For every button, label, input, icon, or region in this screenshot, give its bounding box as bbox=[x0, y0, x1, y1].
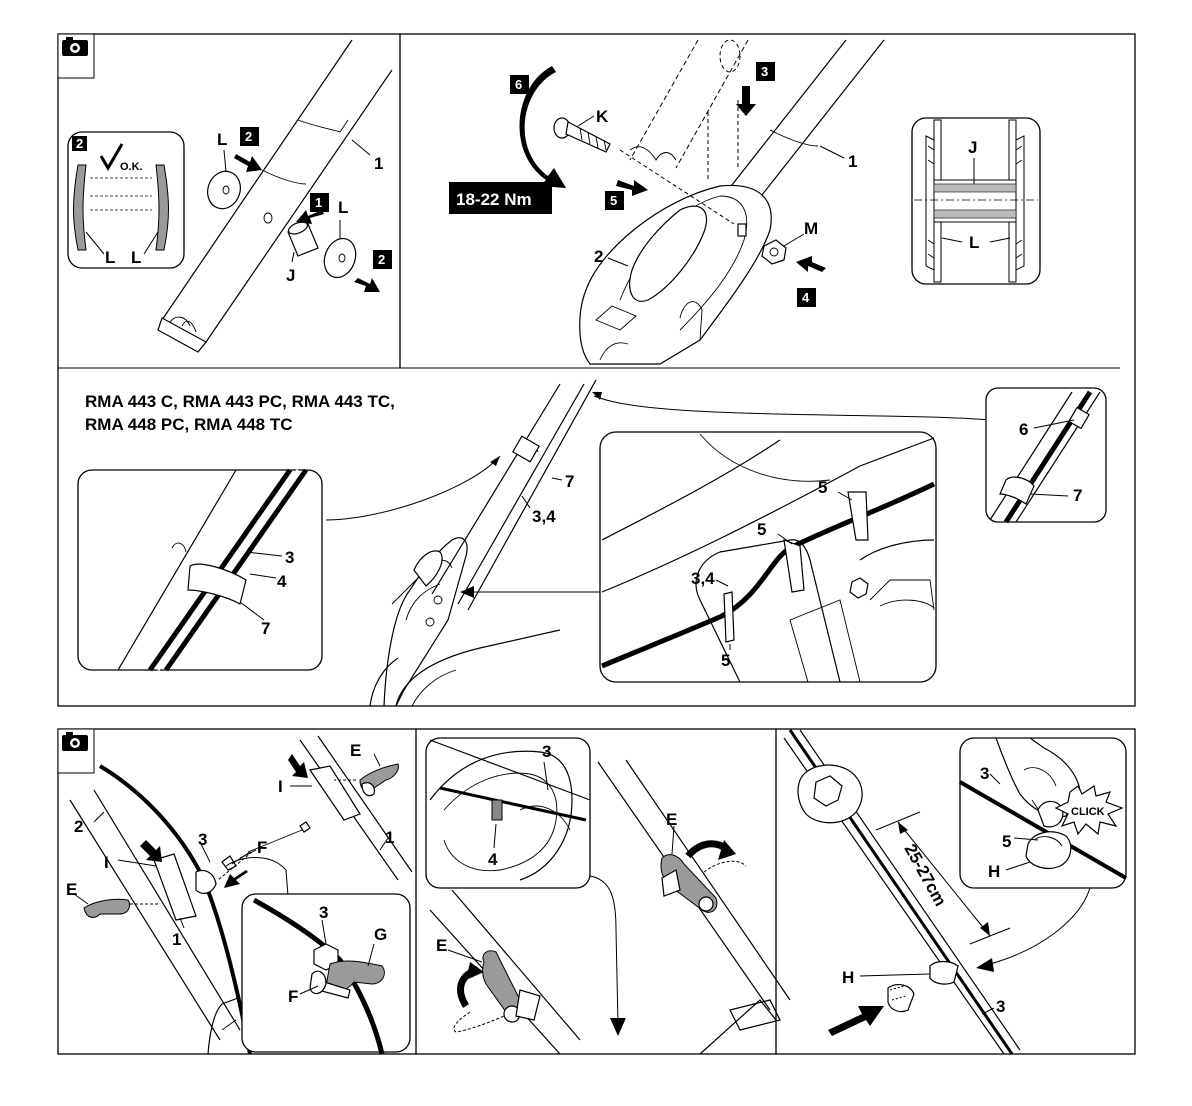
label-H: H bbox=[988, 862, 1000, 881]
label-1: 1 bbox=[385, 828, 394, 847]
step-4-label: 4 bbox=[802, 290, 810, 305]
label-K: K bbox=[596, 107, 609, 126]
label-4: 4 bbox=[277, 572, 287, 591]
label-3: 3 bbox=[285, 548, 294, 567]
label-L: L bbox=[217, 130, 227, 149]
label-2: 2 bbox=[594, 247, 603, 266]
label-L: L bbox=[105, 248, 115, 267]
label-1: 1 bbox=[172, 930, 181, 949]
label-3: 3 bbox=[198, 830, 207, 849]
label-F: F bbox=[257, 838, 267, 857]
label-J: J bbox=[968, 138, 977, 157]
label-1: 1 bbox=[374, 154, 383, 173]
label-2: 2 bbox=[74, 817, 83, 836]
distance-label: 25-27cm bbox=[901, 841, 951, 910]
label-I: I bbox=[104, 853, 109, 872]
label-J: J bbox=[286, 266, 295, 285]
label-5: 5 bbox=[1002, 832, 1011, 851]
model-heading-line2: RMA 448 PC, RMA 448 TC bbox=[85, 415, 293, 434]
label-3-4: 3,4 bbox=[532, 507, 556, 526]
label-I: I bbox=[278, 777, 283, 796]
label-3: 3 bbox=[980, 764, 989, 783]
step-2-label: 2 bbox=[378, 252, 385, 267]
step-2-label: 2 bbox=[245, 129, 252, 144]
model-heading-line1: RMA 443 C, RMA 443 PC, RMA 443 TC, bbox=[85, 392, 395, 411]
step-1-label: 1 bbox=[315, 195, 322, 210]
label-3: 3 bbox=[996, 997, 1005, 1016]
label-3: 3 bbox=[319, 903, 328, 922]
label-4: 4 bbox=[488, 850, 498, 869]
label-E: E bbox=[66, 880, 77, 899]
step-6-label: 6 bbox=[515, 77, 522, 92]
label-E: E bbox=[436, 936, 447, 955]
label-7: 7 bbox=[261, 619, 270, 638]
label-M: M bbox=[804, 219, 818, 238]
label-E: E bbox=[666, 810, 677, 829]
label-5: 5 bbox=[757, 520, 766, 539]
label-5: 5 bbox=[818, 478, 827, 497]
step-2-label: 2 bbox=[76, 136, 83, 151]
click-label: CLICK bbox=[1071, 806, 1105, 818]
label-E: E bbox=[350, 741, 361, 760]
label-7: 7 bbox=[565, 472, 574, 491]
step-3-label: 3 bbox=[761, 64, 768, 79]
label-5: 5 bbox=[721, 651, 730, 670]
label-3-4: 3,4 bbox=[691, 569, 715, 588]
label-G: G bbox=[374, 925, 387, 944]
ok-label: O.K. bbox=[120, 161, 143, 173]
label-L: L bbox=[338, 198, 348, 217]
label-6: 6 bbox=[1019, 420, 1028, 439]
label-3: 3 bbox=[542, 742, 551, 761]
step-5-label: 5 bbox=[610, 193, 617, 208]
label-1: 1 bbox=[848, 152, 857, 171]
label-7: 7 bbox=[1073, 486, 1082, 505]
label-H: H bbox=[842, 968, 854, 987]
label-L: L bbox=[131, 248, 141, 267]
label-L: L bbox=[969, 233, 979, 252]
label-F: F bbox=[288, 987, 298, 1006]
torque-value: 18-22 Nm bbox=[456, 190, 532, 209]
